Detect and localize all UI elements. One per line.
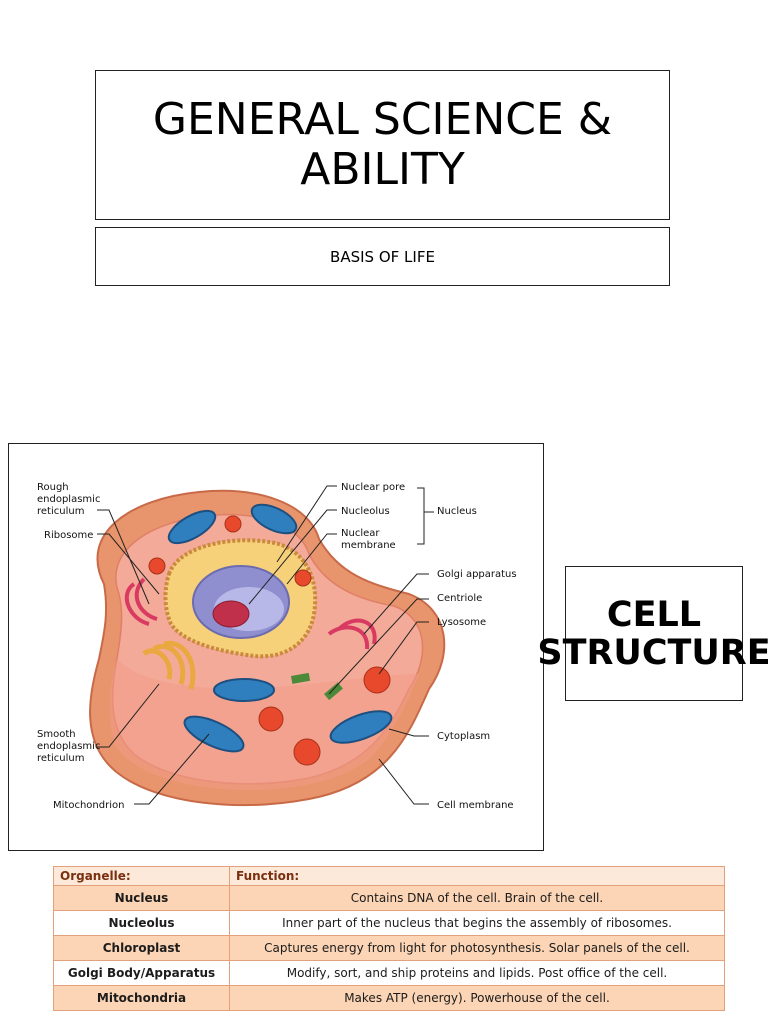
label-leader-lines <box>97 485 434 805</box>
label-ribosome: Ribosome <box>44 530 93 541</box>
label-rough-er-2: endoplasmic <box>37 494 100 505</box>
label-smooth-er-2: endoplasmic <box>37 741 100 752</box>
header-organelle: Organelle: <box>53 866 230 886</box>
organelle-name: Nucleolus <box>53 910 230 936</box>
organelle-function: Contains DNA of the cell. Brain of the c… <box>229 885 725 911</box>
mitochondria-group <box>167 503 393 753</box>
page-subtitle: BASIS OF LIFE <box>330 247 435 266</box>
table-row: Golgi Body/Apparatus Modify, sort, and s… <box>53 960 725 986</box>
title-box: GENERAL SCIENCE & ABILITY <box>95 70 670 220</box>
organelle-function: Inner part of the nucleus that begins th… <box>229 910 725 936</box>
label-smooth-er-3: reticulum <box>37 753 84 764</box>
table-header-row: Organelle: Function: <box>53 866 725 886</box>
table-row: Nucleus Contains DNA of the cell. Brain … <box>53 885 725 911</box>
label-cytoplasm: Cytoplasm <box>437 731 490 742</box>
label-nuclear-membrane-1: Nuclear <box>341 528 380 539</box>
animal-cell-illustration: Rough endoplasmic reticulum Ribosome Smo… <box>37 482 517 811</box>
organelle-function: Makes ATP (energy). Powerhouse of the ce… <box>229 985 725 1011</box>
label-nuclear-membrane-2: membrane <box>341 540 396 551</box>
label-nucleus: Nucleus <box>437 506 477 517</box>
label-lysosome: Lysosome <box>437 617 486 628</box>
header-function: Function: <box>229 866 725 886</box>
label-smooth-er-1: Smooth <box>37 729 76 740</box>
nucleolus-shape <box>212 600 250 628</box>
golgi-shape <box>124 577 377 650</box>
label-centriole: Centriole <box>437 593 482 604</box>
smooth-er-shape <box>142 640 196 690</box>
label-nuclear-pore: Nuclear pore <box>341 482 405 493</box>
organelle-name: Mitochondria <box>53 985 230 1011</box>
table-row: Mitochondria Makes ATP (energy). Powerho… <box>53 985 725 1011</box>
label-golgi: Golgi apparatus <box>437 569 517 580</box>
table-row: Chloroplast Captures energy from light f… <box>53 935 725 961</box>
organelle-function: Captures energy from light for photosynt… <box>229 935 725 961</box>
label-rough-er-3: reticulum <box>37 506 84 517</box>
organelle-function: Modify, sort, and ship proteins and lipi… <box>229 960 725 986</box>
organelle-name: Nucleus <box>53 885 230 911</box>
page-title: GENERAL SCIENCE & ABILITY <box>152 94 613 195</box>
organelle-name: Golgi Body/Apparatus <box>53 960 230 986</box>
label-nucleolus: Nucleolus <box>341 506 390 517</box>
label-rough-er-1: Rough <box>37 482 69 493</box>
cell-structure-box: CELL STRUCTURE <box>537 566 768 701</box>
subtitle-box: BASIS OF LIFE <box>95 227 670 286</box>
cell-diagram: Rough endoplasmic reticulum Ribosome Smo… <box>8 443 544 851</box>
organelle-name: Chloroplast <box>53 935 230 961</box>
label-cell-membrane: Cell membrane <box>437 800 514 811</box>
label-mitochondrion: Mitochondrion <box>53 800 124 811</box>
organelle-table: Organelle: Function: Nucleus Contains DN… <box>53 866 725 1011</box>
cell-structure-heading: CELL STRUCTURE <box>537 594 768 673</box>
table-row: Nucleolus Inner part of the nucleus that… <box>53 910 725 936</box>
centriole-shapes <box>290 672 343 701</box>
lysosome-shapes <box>148 515 391 766</box>
